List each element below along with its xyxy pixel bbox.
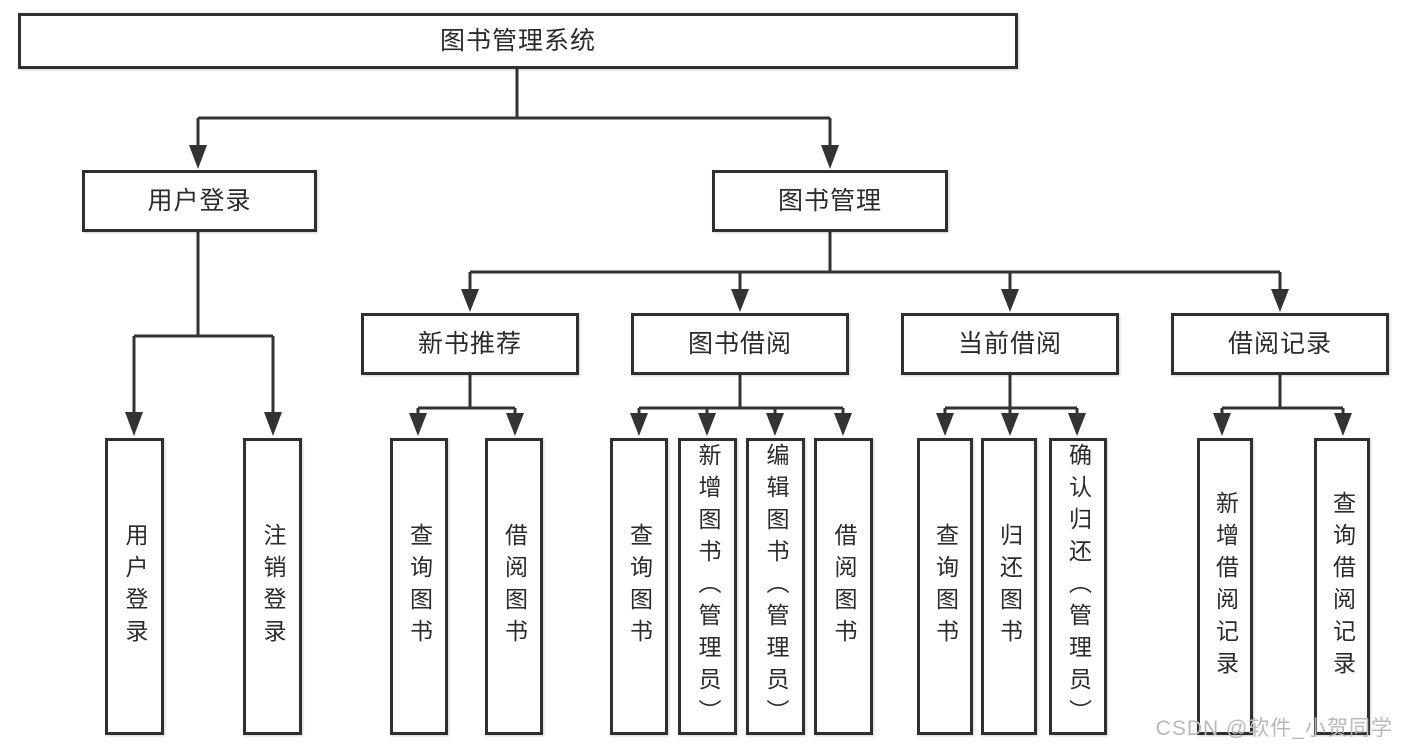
leaf-recs-add-record: 新增借阅记录: [1197, 438, 1253, 735]
leaf-cur-confirm-return-admin: 确认归还（管理员）: [1049, 438, 1107, 735]
node-label: 图书管理系统: [439, 26, 596, 55]
node-current-borrowing: 当前借阅: [901, 313, 1119, 375]
leaf-bor-edit-books-admin: 编辑图书（管理员）: [746, 438, 805, 735]
node-label: 当前借阅: [957, 329, 1062, 358]
node-label: 图书管理: [777, 186, 882, 215]
node-label: 用户登录: [147, 186, 252, 215]
leaf-bor-add-books-admin: 新增图书（管理员）: [678, 438, 737, 735]
node-book-borrowing: 图书借阅: [631, 313, 849, 375]
node-label: 新增借阅记录: [1212, 490, 1239, 683]
node-label: 确认归还（管理员）: [1065, 442, 1092, 731]
leaf-cur-return-books: 归还图书: [981, 438, 1037, 735]
leaf-rec-borrow-books: 借阅图书: [485, 438, 543, 735]
node-label: 归还图书: [996, 522, 1023, 651]
node-label: 查询图书: [626, 522, 653, 651]
leaf-logout: 注销登录: [243, 438, 302, 735]
node-library-management-system: 图书管理系统: [18, 13, 1018, 69]
node-book-management: 图书管理: [712, 170, 948, 232]
leaf-user-login: 用户登录: [105, 438, 164, 735]
leaf-bor-query-books: 查询图书: [610, 438, 668, 735]
leaf-rec-query-books: 查询图书: [390, 438, 448, 735]
node-label: 借阅图书: [831, 522, 857, 651]
node-label: 查询图书: [406, 522, 433, 651]
node-new-book-recommend: 新书推荐: [361, 313, 579, 375]
node-borrowing-records: 借阅记录: [1171, 313, 1389, 375]
node-label: 新增图书（管理员）: [695, 442, 721, 731]
node-label: 借阅图书: [501, 522, 528, 651]
node-label: 编辑图书（管理员）: [763, 442, 789, 731]
leaf-cur-query-books: 查询图书: [917, 438, 973, 735]
node-label: 图书借阅: [687, 329, 792, 358]
node-label: 查询借阅记录: [1329, 490, 1356, 683]
node-label: 用户登录: [122, 522, 148, 651]
watermark: CSDN @软件_小贺同学: [1155, 717, 1393, 740]
node-label: 查询图书: [932, 522, 959, 651]
node-user-login: 用户登录: [82, 170, 317, 232]
leaf-recs-query-record: 查询借阅记录: [1314, 438, 1370, 735]
leaf-bor-borrow-books: 借阅图书: [814, 438, 873, 735]
node-label: 新书推荐: [417, 329, 522, 358]
node-label: 借阅记录: [1227, 329, 1332, 358]
node-label: 注销登录: [260, 522, 286, 651]
